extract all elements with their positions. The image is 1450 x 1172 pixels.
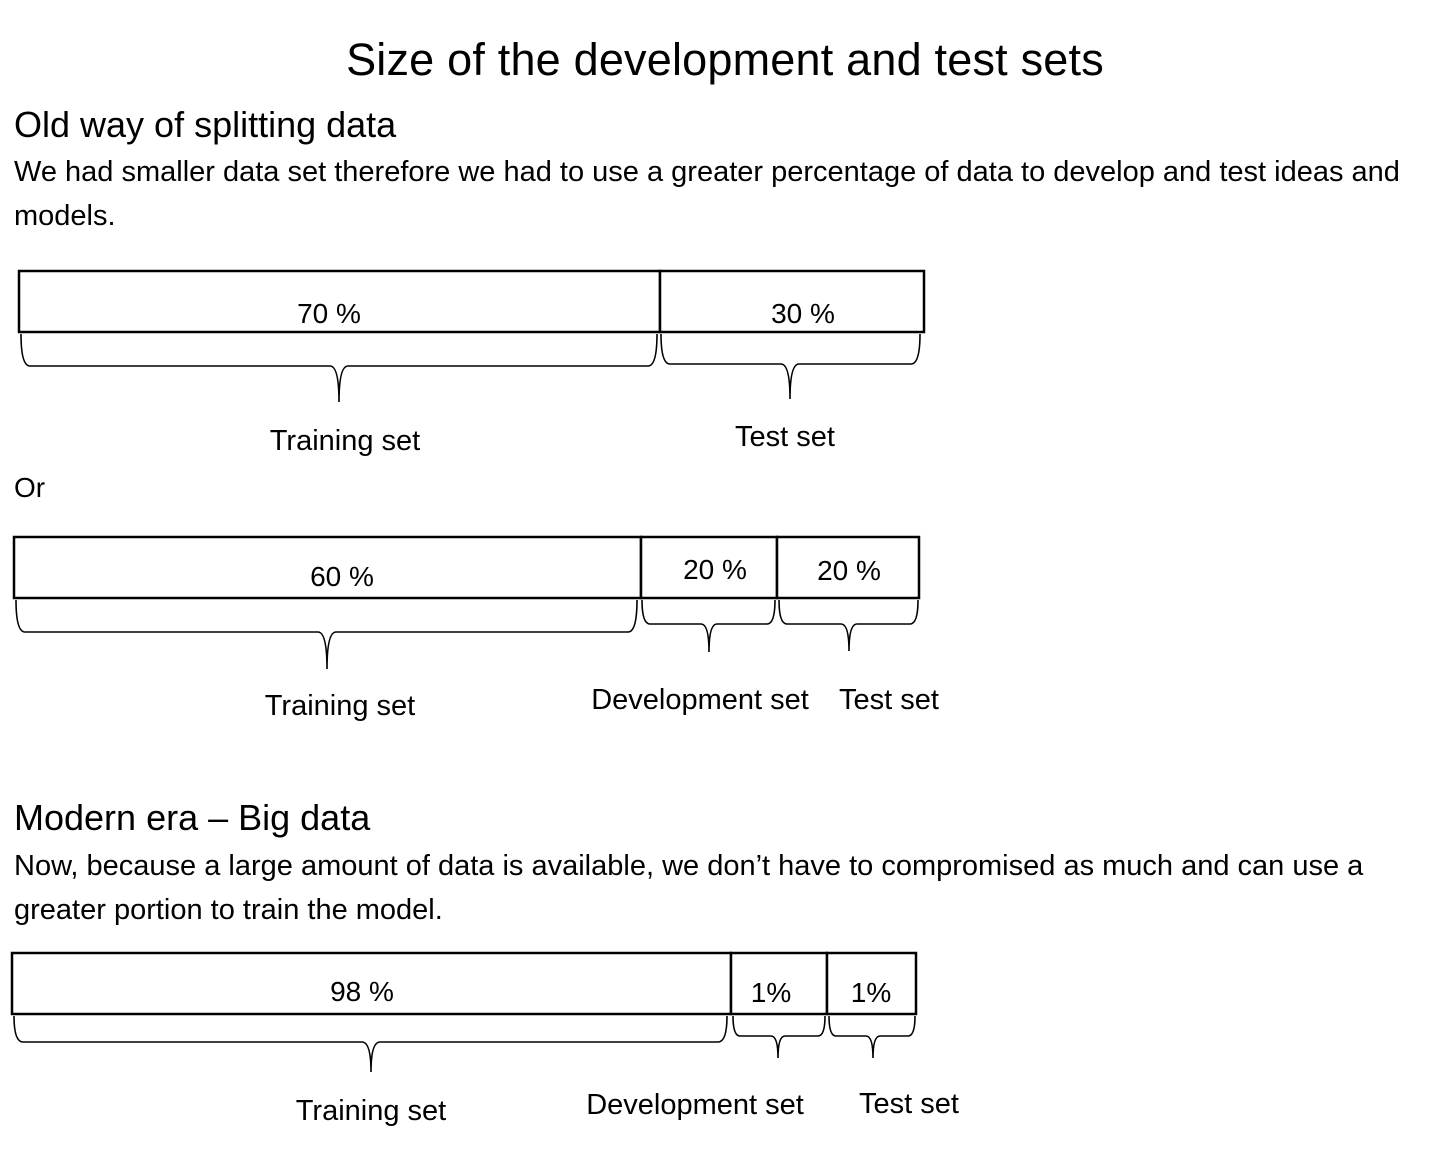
split-diagram-60-20-20: 60 % 20 % 20 % Training set Development … [12, 535, 939, 722]
training-brace [20, 333, 658, 403]
test-set-label: Test set [735, 421, 835, 453]
test-percent-label: 20 % [817, 555, 881, 586]
training-set-label: Training set [265, 690, 415, 722]
development-percent-label: 20 % [683, 554, 747, 585]
old-way-description: We had smaller data set therefore we had… [14, 156, 1400, 232]
test-set-label: Test set [859, 1088, 959, 1120]
development-percent-label: 1% [751, 977, 791, 1008]
training-percent-label: 60 % [310, 561, 374, 592]
training-brace [13, 1015, 728, 1073]
training-percent-label: 98 % [330, 976, 394, 1007]
training-segment-box [12, 535, 643, 600]
test-percent-label: 1% [851, 977, 891, 1008]
modern-era-heading: Modern era – Big data [14, 797, 371, 838]
split-diagram-70-30: 70 % 30 % Training set Test set [17, 269, 926, 457]
test-brace [778, 599, 919, 652]
test-segment-box [825, 951, 918, 1016]
training-set-label: Training set [296, 1095, 446, 1127]
test-percent-label: 30 % [771, 298, 835, 329]
page-title: Size of the development and test sets [346, 34, 1104, 85]
split-diagram-98-1-1: 98 % 1% 1% Training set Development set … [10, 951, 959, 1127]
development-set-label: Development set [586, 1089, 804, 1121]
development-brace [732, 1015, 826, 1059]
development-segment-box [639, 535, 779, 600]
test-brace [828, 1015, 916, 1059]
training-segment-box [10, 951, 733, 1016]
modern-era-description: Now, because a large amount of data is a… [14, 850, 1364, 926]
training-set-label: Training set [270, 425, 420, 457]
test-brace [660, 333, 921, 400]
or-label: Or [14, 472, 46, 503]
development-set-label: Development set [591, 684, 809, 716]
training-brace [15, 599, 638, 670]
old-way-heading: Old way of splitting data [14, 104, 397, 145]
training-percent-label: 70 % [297, 298, 361, 329]
test-set-label: Test set [839, 684, 939, 716]
test-segment-box [658, 269, 926, 334]
test-segment-box [775, 535, 921, 600]
development-brace [641, 599, 776, 653]
training-segment-box [17, 269, 662, 334]
